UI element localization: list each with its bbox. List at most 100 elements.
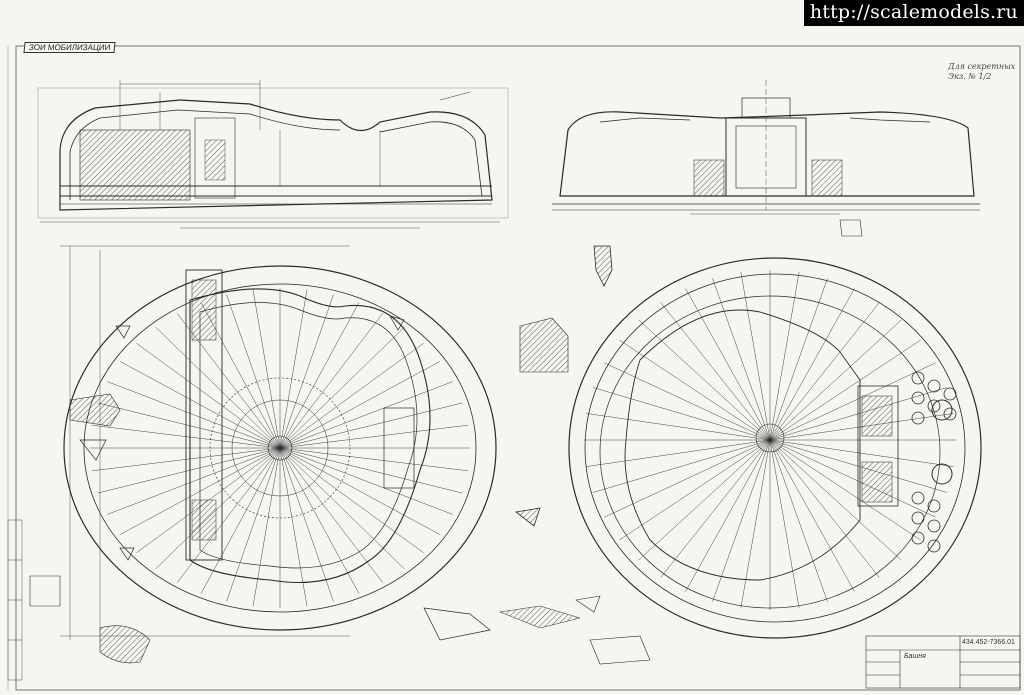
division-ray xyxy=(279,447,453,515)
division-ray xyxy=(279,326,405,449)
division-ray xyxy=(120,447,281,535)
division-ray xyxy=(155,447,281,570)
division-ray xyxy=(660,302,771,441)
plan-view-right xyxy=(568,257,982,639)
division-ray xyxy=(226,294,281,449)
division-ray xyxy=(279,447,383,583)
title-block-name: Башня xyxy=(904,653,926,660)
division-ray xyxy=(619,439,771,541)
division-ray xyxy=(200,447,281,594)
ammo-rack-circle xyxy=(927,379,941,393)
division-ray xyxy=(120,361,281,449)
ammo-rack-circle xyxy=(911,491,925,505)
division-ray xyxy=(279,289,308,449)
division-ray xyxy=(712,439,771,602)
division-ray xyxy=(226,447,281,602)
division-ray xyxy=(279,313,383,449)
division-ray xyxy=(107,447,281,515)
sheet-frame xyxy=(15,45,1021,691)
top-right-note: Для секретных Экз. № 1/2 xyxy=(948,62,1016,81)
division-ray xyxy=(769,439,921,541)
division-ray xyxy=(91,447,281,472)
division-ray xyxy=(769,439,954,467)
division-ray xyxy=(279,361,440,449)
division-ray xyxy=(279,447,469,472)
division-ray xyxy=(769,319,902,441)
left-margin-strip xyxy=(7,519,23,681)
division-ray xyxy=(279,447,424,553)
division-ray xyxy=(177,313,281,449)
division-ray xyxy=(769,439,880,578)
ammo-rack-circle xyxy=(911,391,925,405)
ammo-rack-circle xyxy=(927,499,941,513)
division-ray xyxy=(619,339,771,441)
division-ray xyxy=(586,413,771,441)
detail-sections xyxy=(29,245,651,665)
division-ray xyxy=(593,439,771,493)
division-ray xyxy=(769,272,800,441)
site-watermark: http://scalemodels.ru xyxy=(803,0,1024,26)
division-ray xyxy=(279,302,360,449)
division-ray xyxy=(279,447,360,594)
division-ray xyxy=(769,439,800,608)
angular-division-lines-left xyxy=(90,288,470,608)
division-ray xyxy=(91,424,281,449)
division-ray xyxy=(136,343,281,449)
division-ray xyxy=(279,343,424,449)
angular-division-lines-right xyxy=(584,270,956,610)
division-ray xyxy=(200,302,281,449)
title-block-code: 434.452-7366.01 xyxy=(962,639,1015,646)
division-ray xyxy=(97,402,281,449)
division-ray xyxy=(252,289,281,449)
division-ray xyxy=(279,447,440,535)
title-block xyxy=(865,635,1021,689)
division-ray xyxy=(769,339,921,441)
ammo-rack-circle xyxy=(927,399,941,413)
division-ray xyxy=(769,439,902,561)
division-ray xyxy=(712,278,771,441)
ammo-rack-circle xyxy=(911,411,925,425)
classification-stamp: ЗОИ МОБИЛИЗАЦИИ xyxy=(23,42,116,53)
division-ray xyxy=(279,294,334,449)
ammo-rack-circle xyxy=(911,511,925,525)
division-ray xyxy=(279,381,453,449)
division-ray xyxy=(279,447,463,494)
ammo-rack-circle xyxy=(943,407,957,421)
ammo-rack-circle xyxy=(927,539,941,553)
division-ray xyxy=(279,402,463,449)
division-ray xyxy=(593,387,771,441)
division-ray xyxy=(638,319,771,441)
division-ray xyxy=(769,362,936,441)
division-ray xyxy=(279,447,308,607)
division-ray xyxy=(252,447,281,607)
division-ray xyxy=(155,326,281,449)
division-ray xyxy=(604,362,771,441)
ammo-rack-circle xyxy=(927,519,941,533)
division-ray xyxy=(769,302,880,441)
ammo-rack-circles xyxy=(911,371,957,553)
division-ray xyxy=(769,288,855,441)
division-ray xyxy=(660,439,771,578)
ammo-rack-circle xyxy=(911,371,925,385)
side-section-view xyxy=(37,80,509,229)
division-ray xyxy=(136,447,281,553)
division-ray xyxy=(740,439,771,608)
division-ray xyxy=(769,413,954,441)
plan-view-left xyxy=(60,245,497,640)
division-ray xyxy=(604,439,771,518)
division-ray xyxy=(586,439,771,467)
division-ray xyxy=(279,447,334,602)
division-ray xyxy=(769,439,936,518)
division-ray xyxy=(769,439,828,602)
ammo-rack-circle xyxy=(911,531,925,545)
division-ray xyxy=(279,447,405,570)
division-ray xyxy=(769,387,947,441)
division-ray xyxy=(769,439,947,493)
division-ray xyxy=(279,424,469,449)
division-ray xyxy=(638,439,771,561)
division-ray xyxy=(769,439,855,592)
division-ray xyxy=(97,447,281,494)
front-elevation-view xyxy=(552,80,980,237)
ammo-rack-circle xyxy=(943,387,957,401)
